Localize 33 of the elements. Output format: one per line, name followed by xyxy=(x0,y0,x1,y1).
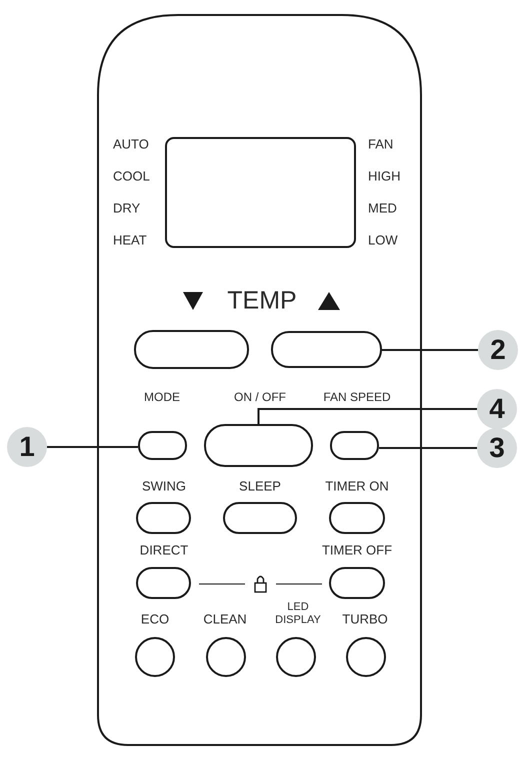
remote-button xyxy=(138,431,187,460)
heading-label: TEMP xyxy=(227,288,297,314)
button-label: LOW xyxy=(368,232,398,248)
button-label: HEAT xyxy=(113,232,147,248)
button-label: DIRECT xyxy=(140,542,188,558)
callout-number: 4 xyxy=(477,389,517,429)
button-label: HIGH xyxy=(368,168,400,184)
callout-number: 1 xyxy=(7,427,47,467)
button-label: ON / OFF xyxy=(234,390,286,404)
leader-line xyxy=(379,447,477,449)
callout-number: 2 xyxy=(478,330,518,370)
button-label: COOL xyxy=(113,168,150,184)
button-label: FAN SPEED xyxy=(323,390,391,404)
button-label: TURBO xyxy=(342,612,388,626)
button-label: TIMER OFF xyxy=(322,542,392,558)
button-label: FAN xyxy=(368,136,394,152)
button-label: MODE xyxy=(144,390,180,404)
button-label: AUTO xyxy=(113,136,149,152)
leader-line xyxy=(382,349,478,351)
button-label: LED DISPLAY xyxy=(274,601,322,627)
button-label: CLEAN xyxy=(203,612,247,626)
button-label: SWING xyxy=(142,478,186,494)
remote-button xyxy=(271,331,382,368)
button-label: MED xyxy=(368,200,397,216)
button-label: TIMER ON xyxy=(325,478,389,494)
remote-button xyxy=(204,424,313,467)
button-label: DRY xyxy=(113,200,140,216)
leader-line xyxy=(258,408,477,424)
button-label: ECO xyxy=(140,612,170,626)
remote-button xyxy=(330,431,379,460)
button-label: SLEEP xyxy=(239,478,281,494)
callout-number: 3 xyxy=(477,428,517,468)
leader-line xyxy=(47,446,138,448)
